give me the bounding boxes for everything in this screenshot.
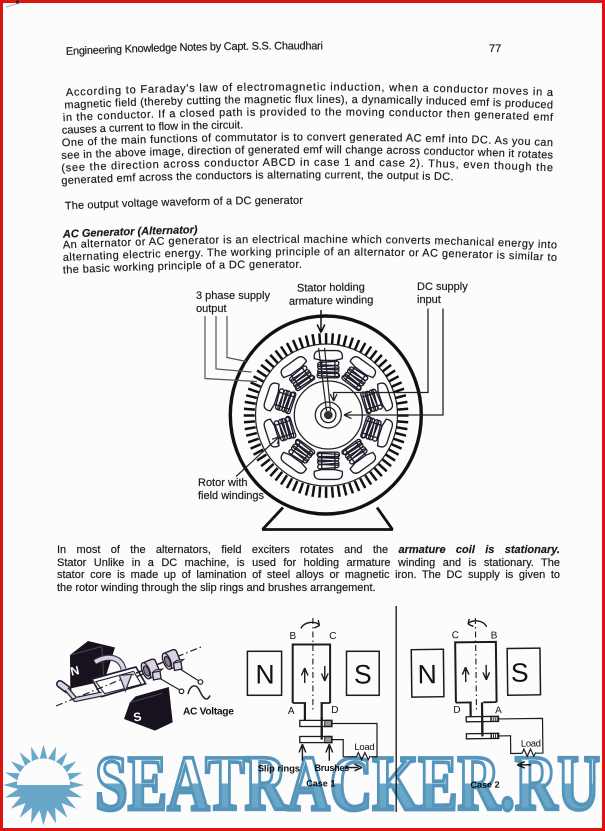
svg-text:D: D	[331, 705, 338, 716]
svg-text:SEATRACKER.RU: SEATRACKER.RU	[95, 741, 600, 827]
svg-text:Slip rings: Slip rings	[258, 763, 300, 774]
svg-text:alternating electric energy. T: alternating electric energy. The working…	[63, 246, 558, 264]
svg-text:The output voltage waveform of: The output voltage waveform of a DC gene…	[65, 195, 304, 213]
svg-text:N: N	[256, 659, 275, 689]
svg-text:Brushes: Brushes	[315, 763, 350, 773]
svg-text:Engineering Knowledge Notes by: Engineering Knowledge Notes by Capt. S.S…	[66, 40, 323, 58]
svg-text:S: S	[511, 658, 529, 688]
svg-text:A: A	[288, 706, 295, 717]
svg-text:S: S	[132, 709, 142, 724]
svg-text:Case 2: Case 2	[470, 780, 499, 790]
svg-text:D: D	[453, 705, 460, 716]
svg-text:B: B	[290, 631, 297, 642]
svg-text:N: N	[417, 659, 437, 689]
svg-text:Load: Load	[521, 738, 541, 749]
svg-text:S: S	[354, 659, 372, 689]
svg-text:B: B	[491, 630, 498, 641]
svg-text:Case 1: Case 1	[306, 778, 335, 788]
svg-text:AC Generator (Alternator): AC Generator (Alternator)	[62, 224, 198, 241]
svg-text:C: C	[329, 631, 336, 642]
svg-text:N: N	[69, 663, 81, 679]
svg-text:C: C	[452, 630, 459, 641]
svg-text:A: A	[495, 705, 502, 716]
svg-text:Load: Load	[354, 742, 374, 753]
svg-text:in the conductor. If a closed: in the conductor. If a closed path is pr…	[63, 106, 555, 124]
svg-text:AC Voltage: AC Voltage	[183, 707, 234, 718]
svg-text:According to Faraday's law of: According to Faraday's law of electromag…	[66, 81, 555, 99]
svg-text:An alternator or AC generator: An alternator or AC generator is an elec…	[63, 234, 558, 252]
